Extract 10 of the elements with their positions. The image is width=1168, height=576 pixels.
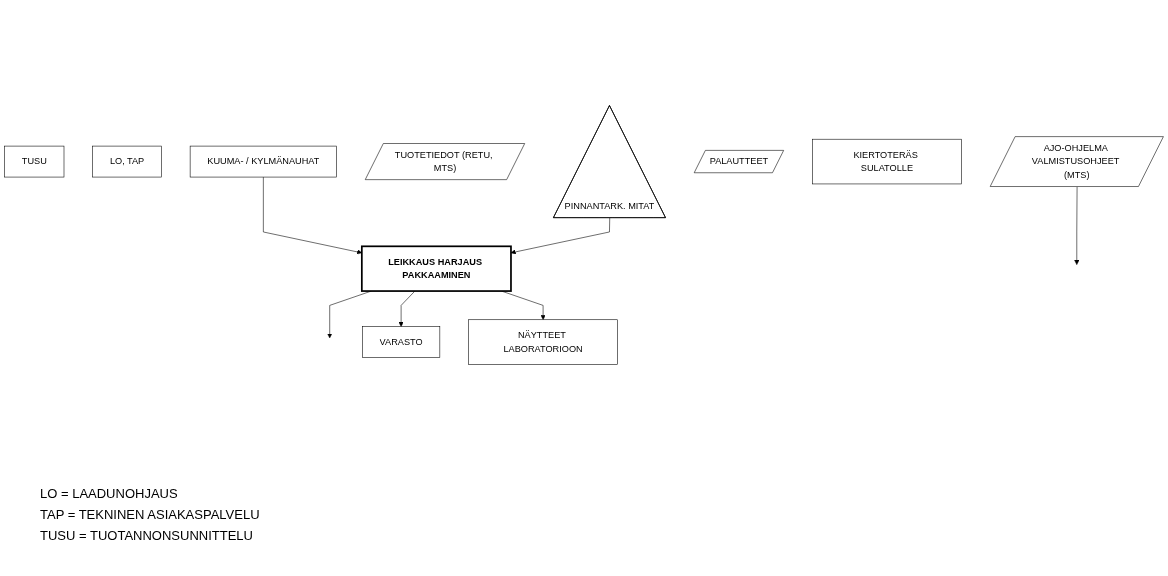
node-box: TUSU: [4, 145, 65, 178]
node-box: NÄYTTEET LABORATORIOON: [468, 319, 618, 365]
node-box: LO, TAP: [92, 145, 162, 178]
abbreviation-note: LO = LAADUNOHJAUS: [40, 486, 179, 501]
node-box: VARASTO: [362, 326, 441, 358]
node-box: LEIKKAUS HARJAUS PAKKAAMINEN: [360, 245, 512, 292]
abbreviation-note: TAP = TEKNINEN ASIAKASPALVELU: [40, 507, 260, 522]
node-box: KIERTOTERÄS SULATOLLE: [812, 138, 962, 185]
node-box: KUUMA- / KYLMÄNAUHAT: [189, 145, 337, 178]
abbreviation-note: TUSU = TUOTANNONSUNNITTELU: [40, 528, 254, 543]
